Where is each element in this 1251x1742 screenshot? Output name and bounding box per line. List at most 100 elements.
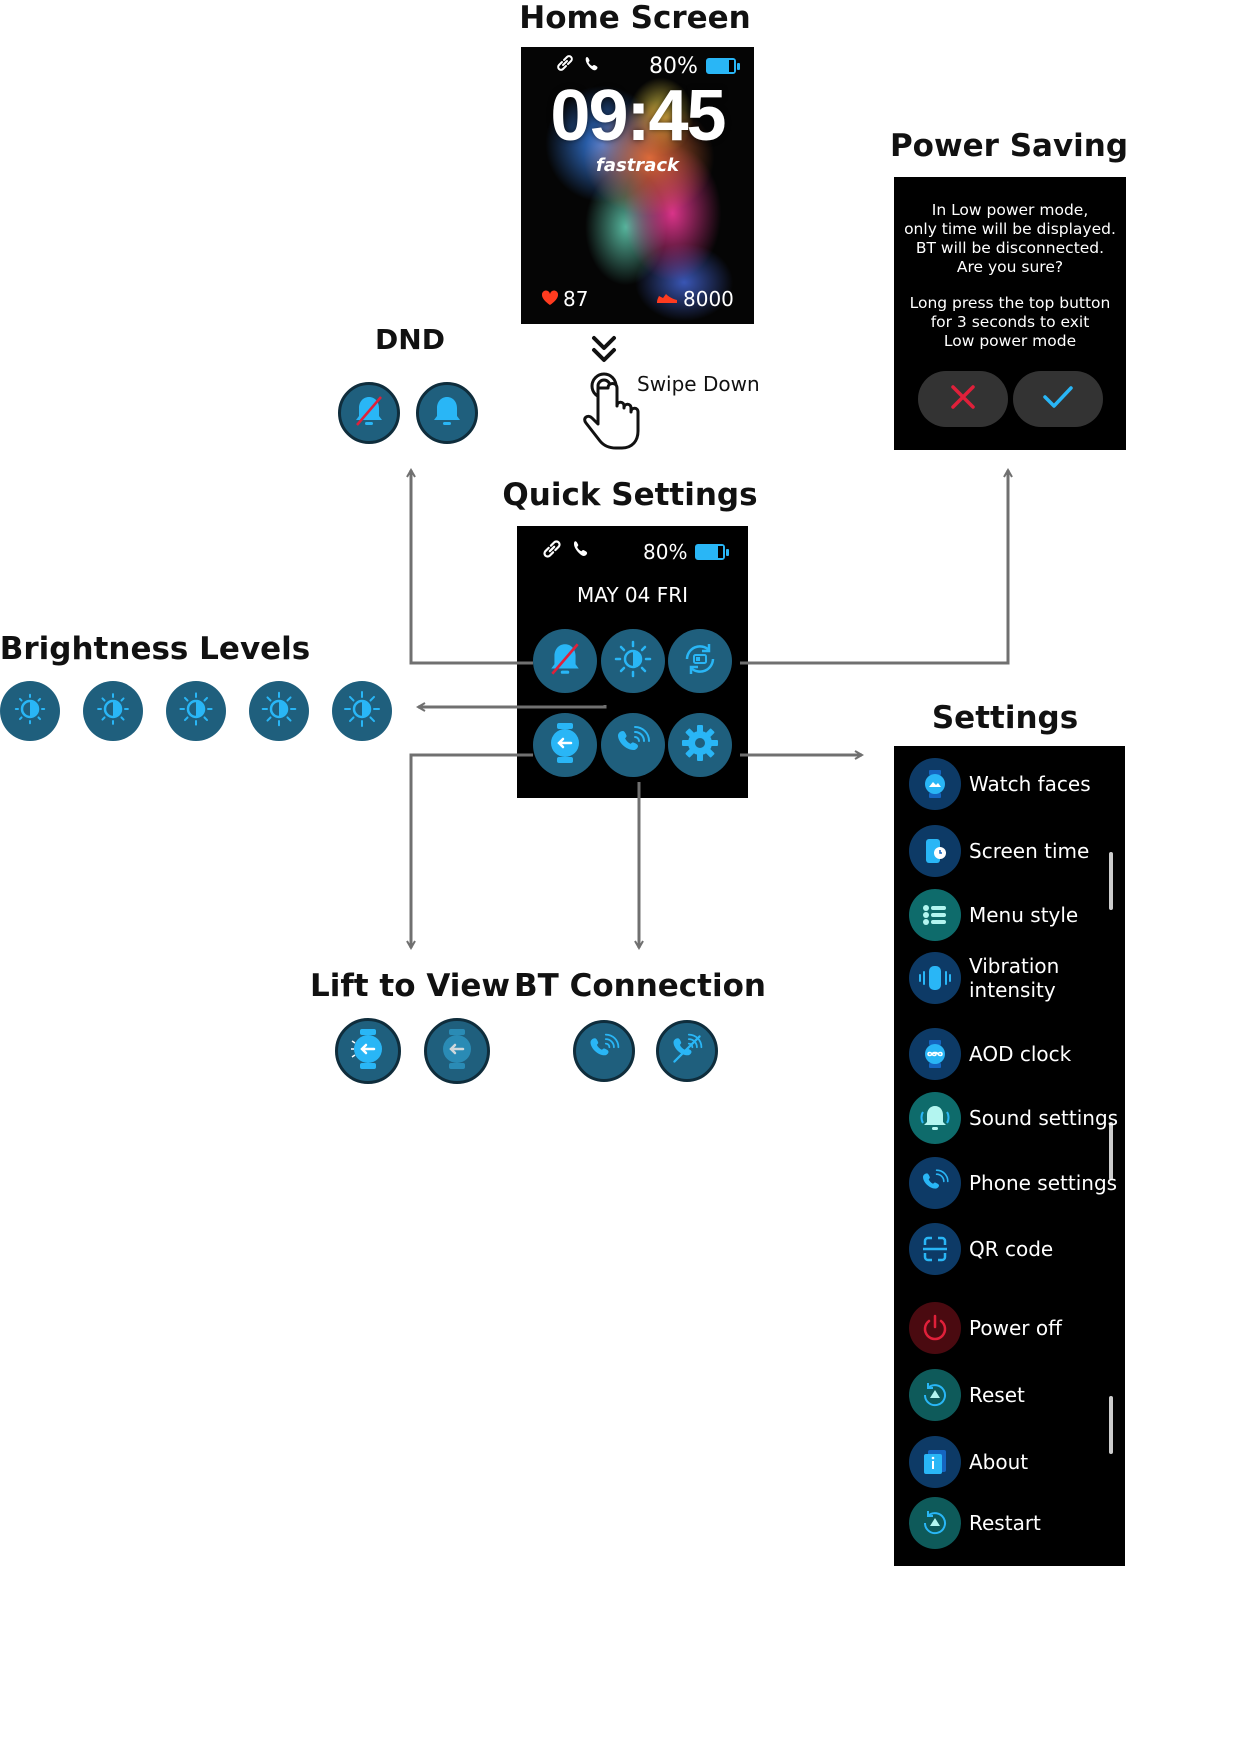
- bt-connection-title: BT Connection: [514, 968, 766, 1004]
- lift-to-view-button[interactable]: [533, 713, 597, 777]
- power-saving-line-2: only time will be displayed.: [904, 220, 1116, 238]
- settings-item-sound-settings[interactable]: Sound settings: [909, 1092, 1118, 1144]
- power-saving-screen: In Low power mode, only time will be dis…: [894, 177, 1126, 450]
- bell-off-icon: [546, 640, 584, 682]
- bt-call-icon: [613, 723, 653, 767]
- settings-item-screen-time[interactable]: Screen time: [909, 825, 1089, 877]
- power-saving-button[interactable]: [668, 629, 732, 693]
- dnd-off-button[interactable]: [416, 382, 478, 444]
- settings-item-label: Reset: [969, 1383, 1025, 1407]
- phone-icon: [571, 539, 591, 565]
- brightness-level-button[interactable]: [166, 681, 226, 741]
- home-screen[interactable]: 80% 09:45 fastrack 87 8000: [521, 47, 754, 324]
- aod-clock-icon: [909, 1028, 961, 1080]
- swipe-down-label: Swipe Down: [637, 372, 760, 396]
- settings-item-label: AOD clock: [969, 1042, 1072, 1066]
- brightness-icon: [10, 689, 50, 733]
- bt-call-icon: [586, 1031, 622, 1071]
- power-saving-line-3: BT will be disconnected.: [915, 239, 1105, 257]
- about-icon: [909, 1436, 961, 1488]
- lift-to-view-title: Lift to View: [309, 968, 511, 1004]
- power-saving-title: Power Saving: [889, 128, 1129, 164]
- close-icon: [950, 384, 976, 414]
- lift-to-view-icon: [545, 721, 585, 769]
- brightness-button[interactable]: [601, 629, 665, 693]
- link-icon: [555, 53, 575, 79]
- scrollbar-indicator[interactable]: [1109, 852, 1113, 910]
- steps-value: 8000: [683, 287, 734, 311]
- screen-time-icon: [909, 825, 961, 877]
- power-saving-line-1: In Low power mode,: [931, 201, 1089, 219]
- settings-item-qr-code[interactable]: QR code: [909, 1223, 1053, 1275]
- dnd-toggle-button[interactable]: [533, 629, 597, 693]
- bt-disconnected-button[interactable]: [656, 1020, 718, 1082]
- shoe-icon: [655, 287, 679, 311]
- scrollbar-indicator[interactable]: [1109, 1122, 1113, 1180]
- settings-item-aod-clock[interactable]: AOD clock: [909, 1028, 1071, 1080]
- lift-to-view-on-button[interactable]: [335, 1018, 401, 1084]
- brightness-levels-title: Brightness Levels: [0, 631, 311, 667]
- settings-item-menu-style[interactable]: Menu style: [909, 889, 1078, 941]
- bt-call-off-icon: [669, 1031, 705, 1071]
- brightness-icon: [613, 639, 653, 683]
- heart-rate-value: 87: [563, 287, 589, 311]
- dnd-title: DND: [375, 323, 445, 356]
- sound-icon: [909, 1092, 961, 1144]
- bt-connected-button[interactable]: [573, 1020, 635, 1082]
- settings-button[interactable]: [668, 713, 732, 777]
- arrow-to-lift-to-view: [411, 753, 533, 948]
- settings-item-watch-faces[interactable]: Watch faces: [909, 758, 1091, 810]
- bell-off-icon: [351, 393, 387, 433]
- brightness-icon: [259, 689, 299, 733]
- power-saving-icon: [679, 638, 721, 684]
- settings-item-label: Screen time: [969, 839, 1090, 863]
- lift-to-view-off-button[interactable]: [424, 1018, 490, 1084]
- brightness-level-button[interactable]: [83, 681, 143, 741]
- settings-item-label: Vibration intensity: [969, 954, 1060, 1002]
- watch-face-artwork: [521, 47, 754, 324]
- brightness-level-button[interactable]: [249, 681, 309, 741]
- qs-battery-text: 80%: [643, 540, 688, 564]
- settings-item-about[interactable]: About: [909, 1436, 1028, 1488]
- battery-icon: [705, 58, 740, 74]
- qr-code-icon: [909, 1223, 961, 1275]
- brightness-level-button[interactable]: [332, 681, 392, 741]
- power-saving-line-6: for 3 seconds to exit: [930, 313, 1090, 331]
- phone-icon: [583, 54, 601, 79]
- brightness-icon: [93, 689, 133, 733]
- watch-face-icon: [909, 758, 961, 810]
- power-saving-line-7: Low power mode: [943, 332, 1077, 350]
- home-screen-title: Home Screen: [519, 0, 751, 36]
- qs-date: MAY 04 FRI: [576, 583, 689, 607]
- bt-call-button[interactable]: [601, 713, 665, 777]
- restart-icon: [909, 1497, 961, 1549]
- check-icon: [1042, 384, 1074, 414]
- link-icon: [541, 538, 563, 566]
- power-saving-line-4: Are you sure?: [956, 258, 1064, 276]
- bell-icon: [429, 393, 465, 433]
- settings-title: Settings: [931, 700, 1079, 736]
- quick-settings-screen: 80% MAY 04 FRI: [517, 526, 748, 798]
- settings-item-label: QR code: [969, 1237, 1054, 1261]
- scrollbar-indicator[interactable]: [1109, 1396, 1113, 1454]
- menu-style-icon: [909, 889, 961, 941]
- home-status-bar: 80%: [555, 53, 740, 79]
- brightness-level-button[interactable]: [0, 681, 60, 741]
- home-clock: 09:45: [550, 76, 726, 156]
- settings-item-phone-settings[interactable]: Phone settings: [909, 1157, 1117, 1209]
- dnd-on-button[interactable]: [338, 382, 400, 444]
- confirm-button[interactable]: [1013, 371, 1103, 427]
- cancel-button[interactable]: [918, 371, 1008, 427]
- double-chevron-down-icon: [590, 334, 618, 370]
- settings-item-vibration-intensity[interactable]: Vibration intensity: [909, 952, 1059, 1004]
- settings-item-label: Restart: [969, 1511, 1041, 1535]
- settings-item-restart[interactable]: Restart: [909, 1497, 1041, 1549]
- quick-settings-title: Quick Settings: [502, 477, 758, 513]
- settings-item-power-off[interactable]: Power off: [909, 1302, 1062, 1354]
- settings-item-label: Sound settings: [969, 1106, 1119, 1130]
- settings-item-reset[interactable]: Reset: [909, 1369, 1025, 1421]
- settings-item-label: Menu style: [969, 903, 1079, 927]
- reset-icon: [909, 1369, 961, 1421]
- phone-icon: [909, 1157, 961, 1209]
